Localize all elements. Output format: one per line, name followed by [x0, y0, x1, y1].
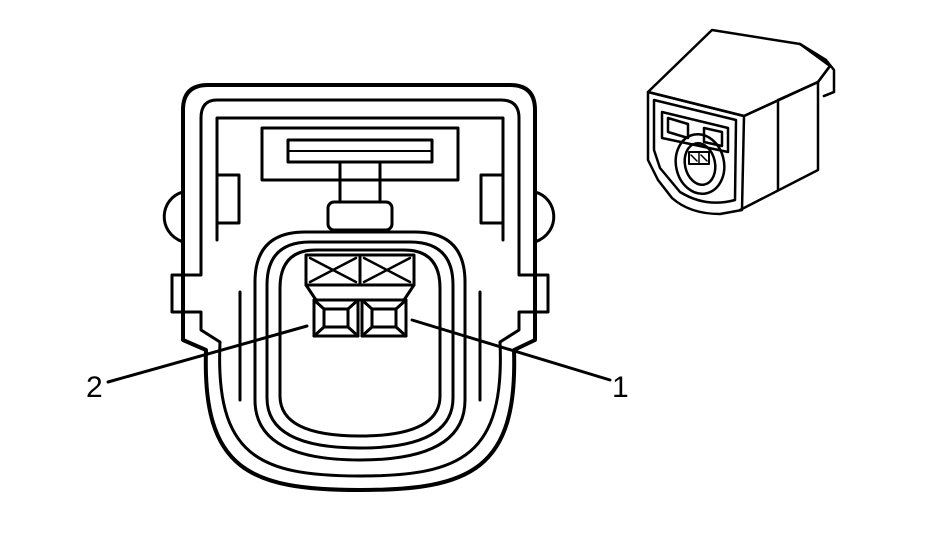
left-side-slot	[215, 173, 241, 225]
leader-line-1	[410, 318, 612, 382]
terminal-cavity-2	[312, 298, 360, 338]
cavity-outer-ring	[253, 230, 467, 462]
callout-label-2: 2	[86, 371, 103, 404]
terminal-shoulder	[304, 283, 416, 302]
callout-label-1: 1	[612, 371, 629, 404]
right-ear	[533, 190, 556, 244]
connector-inner-shell	[170, 98, 550, 478]
left-ear	[162, 190, 185, 244]
connector-outer-shell	[181, 83, 537, 492]
right-side-slot	[479, 173, 505, 225]
mini-cavity	[674, 132, 726, 196]
terminal-lock-marks	[308, 256, 412, 284]
terminal-cavity-1	[360, 298, 408, 338]
connector-3d-view	[646, 28, 836, 216]
cavity-middle-ring	[265, 240, 455, 450]
latch-stem	[338, 160, 382, 204]
cavity-inner-ring	[278, 248, 442, 438]
leader-line-2	[106, 324, 309, 384]
latch-frame	[260, 126, 460, 182]
latch-foot	[326, 200, 394, 232]
connector-face-view	[162, 83, 556, 492]
